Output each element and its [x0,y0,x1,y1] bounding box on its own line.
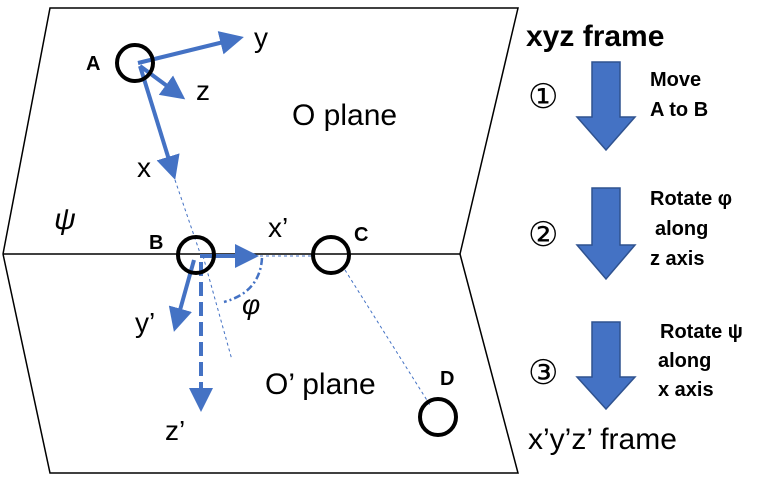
point-a-circle [115,43,155,83]
step-2-line-2: along [655,218,708,240]
point-c-circle [311,235,351,275]
step-1-number: ① [528,78,558,116]
z-axis-label: z [196,75,210,106]
z-axis-arrow [138,64,186,100]
point-d-label: D [440,368,454,390]
phi-angle-arc [223,257,264,304]
step-1-down-arrow [575,61,637,152]
o-plane-label: O plane [292,99,397,132]
y-axis-arrow [137,31,244,65]
step-3-line-3: x axis [658,379,714,401]
step-2-line-1: Rotate φ [650,188,732,210]
step-3-line-1: Rotate ψ [660,321,743,343]
x-axis-arrow [138,65,180,180]
step-3-down-arrow [575,321,637,411]
step-1-line-2: A to B [650,99,708,121]
point-b-label: B [149,232,163,254]
o-prime-plane-outline [2,253,519,474]
x-axis-label: x [137,152,151,183]
point-c-label: C [354,224,368,246]
guide-line-a-b [174,179,201,254]
point-b-circle [176,235,216,275]
o-plane-outline [2,7,519,255]
point-d-circle [418,397,458,437]
step-2-number: ② [528,216,558,254]
guide-line-b-down [202,255,233,361]
o-prime-plane-label: O’ plane [265,368,376,401]
z-prime-axis-label: z’ [165,415,185,446]
phi-angle-label: φ [242,289,260,320]
psi-angle-label: ψ [54,203,76,236]
step-3-number: ③ [528,354,558,392]
y-axis-label: y [254,22,268,53]
x-prime-axis-label: x’ [268,212,288,243]
xyz-frame-title: xyz frame [526,20,664,53]
step-2-line-3: z axis [650,248,704,270]
step-2-down-arrow [575,187,637,281]
guide-line-c-d [344,269,431,406]
step-3-line-2: along [658,350,711,372]
point-a-label: A [86,53,100,75]
x-prime-frame-title: x’y’z’ frame [528,423,677,456]
step-1-line-1: Move [650,69,701,91]
y-prime-axis-label: y’ [135,307,155,338]
